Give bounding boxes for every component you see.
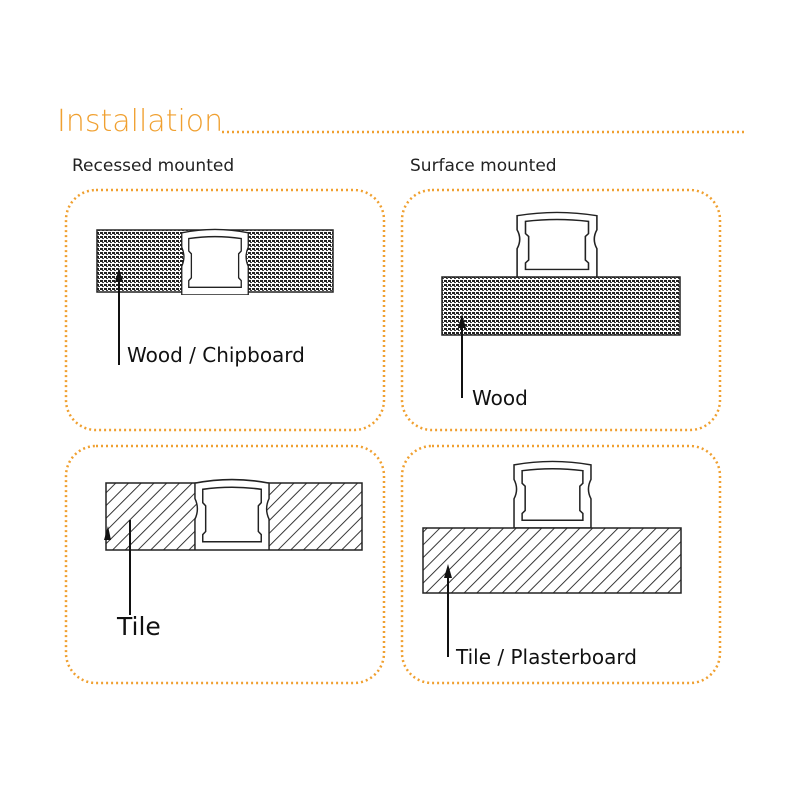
material-label: Wood / Chipboard [127, 343, 305, 367]
wood-material [441, 276, 681, 336]
panel-frames [64, 188, 722, 685]
recessed-profile-icon [194, 478, 270, 550]
section-heading-surface: Surface mounted [410, 156, 557, 176]
material-label: Wood [472, 386, 528, 410]
surface-profile-icon [516, 211, 598, 277]
page-title: Installation [57, 104, 224, 139]
arrow-head-icon [444, 564, 452, 578]
surface-profile-icon [513, 460, 592, 528]
arrow-head-icon [458, 314, 466, 328]
material-label: Tile / Plasterboard [456, 645, 637, 669]
section-heading-recessed: Recessed mounted [72, 156, 235, 176]
arrow-head-icon [115, 268, 123, 282]
panel-frame-2 [400, 188, 722, 432]
arrow-head-icon [104, 526, 111, 540]
tile-plasterboard-material [422, 527, 682, 594]
recessed-profile-icon [181, 228, 249, 295]
panel-frame-1 [64, 188, 386, 432]
material-label: Tile [117, 612, 161, 641]
